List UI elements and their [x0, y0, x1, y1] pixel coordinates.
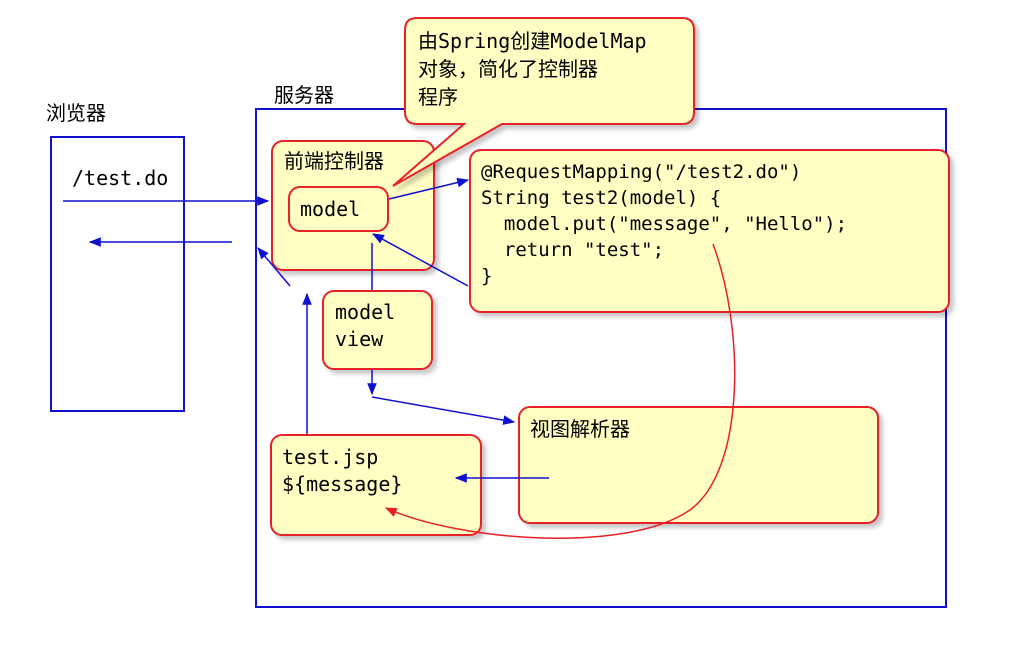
callout-line-1: 由Spring创建ModelMap [418, 29, 647, 53]
handler-code-line-1: @RequestMapping("/test2.do") [481, 161, 802, 183]
handler-code-line-5: } [481, 265, 493, 287]
callout-line-2: 对象，简化了控制器 [418, 57, 598, 81]
handler-code-line-4: return "test"; [481, 239, 665, 261]
browser-frame [50, 136, 185, 412]
jsp-line-1: test.jsp [282, 445, 379, 469]
browser-request-url: /test.do [72, 166, 169, 190]
model-label: model [300, 197, 361, 221]
handler-code-line-3: model.put("message", "Hello"); [481, 213, 848, 235]
callout-line-3: 程序 [418, 85, 458, 109]
model-box [288, 186, 389, 232]
front-controller-title: 前端控制器 [284, 149, 384, 173]
model-view-line-1: model [335, 300, 396, 324]
handler-code-line-2: String test2(model) { [481, 187, 722, 209]
view-resolver-title: 视图解析器 [530, 417, 630, 441]
server-title: 服务器 [274, 83, 334, 107]
model-view-line-2: view [335, 327, 384, 351]
jsp-line-2: ${message} [282, 472, 403, 496]
browser-title: 浏览器 [46, 101, 106, 125]
